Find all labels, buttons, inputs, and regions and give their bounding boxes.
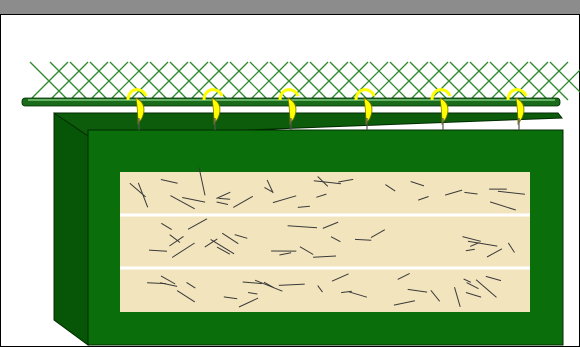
netting-strand bbox=[550, 62, 580, 100]
box-side-face bbox=[54, 113, 88, 345]
netting-lattice bbox=[30, 62, 580, 100]
netting-strand bbox=[550, 62, 580, 100]
